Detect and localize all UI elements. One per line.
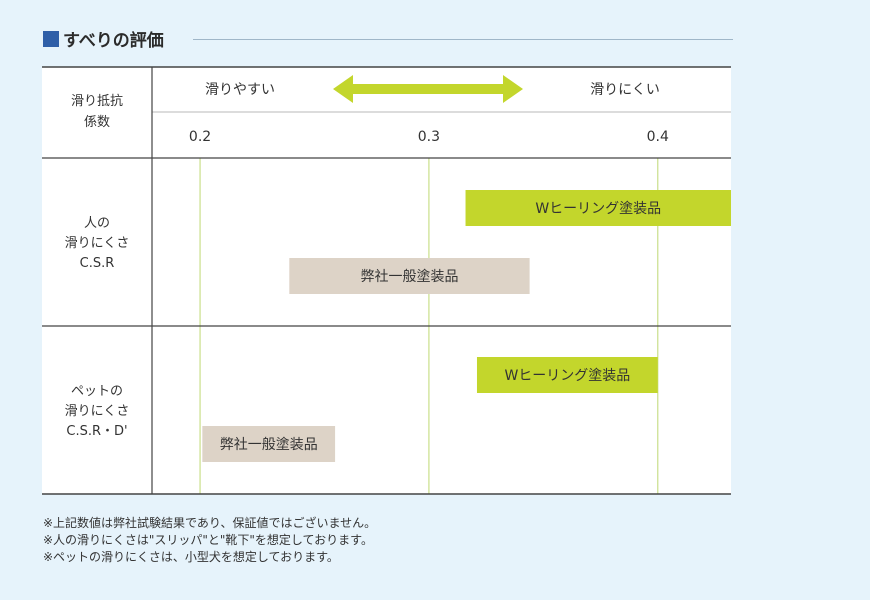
footnote-3: ※ペットの滑りにくさは、小型犬を想定しております。 (43, 550, 339, 564)
row-1-label-line-3: C.S.R (80, 256, 115, 271)
row-2-label-line-1: ペットの (71, 384, 123, 399)
bar-label-row-2-standard: 弊社一般塗装品 (220, 436, 318, 453)
bar-label-row-1-standard: 弊社一般塗装品 (360, 268, 458, 285)
tick-label-0.2: 0.2 (189, 129, 211, 145)
section-title: すべりの評価 (43, 25, 733, 53)
tick-label-0.4: 0.4 (647, 129, 669, 145)
row-1-label-line-1: 人の (84, 216, 110, 231)
bar-row-1-standard (289, 258, 530, 294)
title-rule (193, 39, 733, 40)
bar-label-row-2-w-healing: Wヒーリング塗装品 (504, 367, 630, 384)
row-2-label-line-2: 滑りにくさ (65, 404, 130, 419)
title-square-icon (43, 31, 59, 47)
header-label-line-2: 係数 (84, 115, 110, 130)
row-1-label-line-2: 滑りにくさ (65, 236, 130, 251)
double-arrow-icon (333, 75, 523, 103)
title-text: すべりの評価 (63, 31, 164, 51)
bar-row-2-standard (202, 426, 336, 462)
tick-label-0.3: 0.3 (418, 129, 440, 145)
footnotes: ※上記数値は弊社試験結果であり、保証値ではございません。 ※人の滑りにくさは"ス… (43, 515, 376, 566)
row-2-label-line-3: C.S.R・D' (66, 424, 127, 439)
bar-row-2-w-healing (476, 357, 658, 393)
bar-row-1-w-healing (465, 190, 731, 226)
bar-label-row-1-w-healing: Wヒーリング塗装品 (535, 200, 661, 217)
footnote-1: ※上記数値は弊社試験結果であり、保証値ではございません。 (43, 516, 377, 530)
header-label-line-1: 滑り抵抗 (71, 94, 123, 109)
label-non-slip: 滑りにくい (590, 81, 660, 98)
footnote-2: ※人の滑りにくさは"スリッパ"と"靴下"を想定しております。 (43, 533, 373, 547)
label-slippery: 滑りやすい (205, 81, 275, 98)
